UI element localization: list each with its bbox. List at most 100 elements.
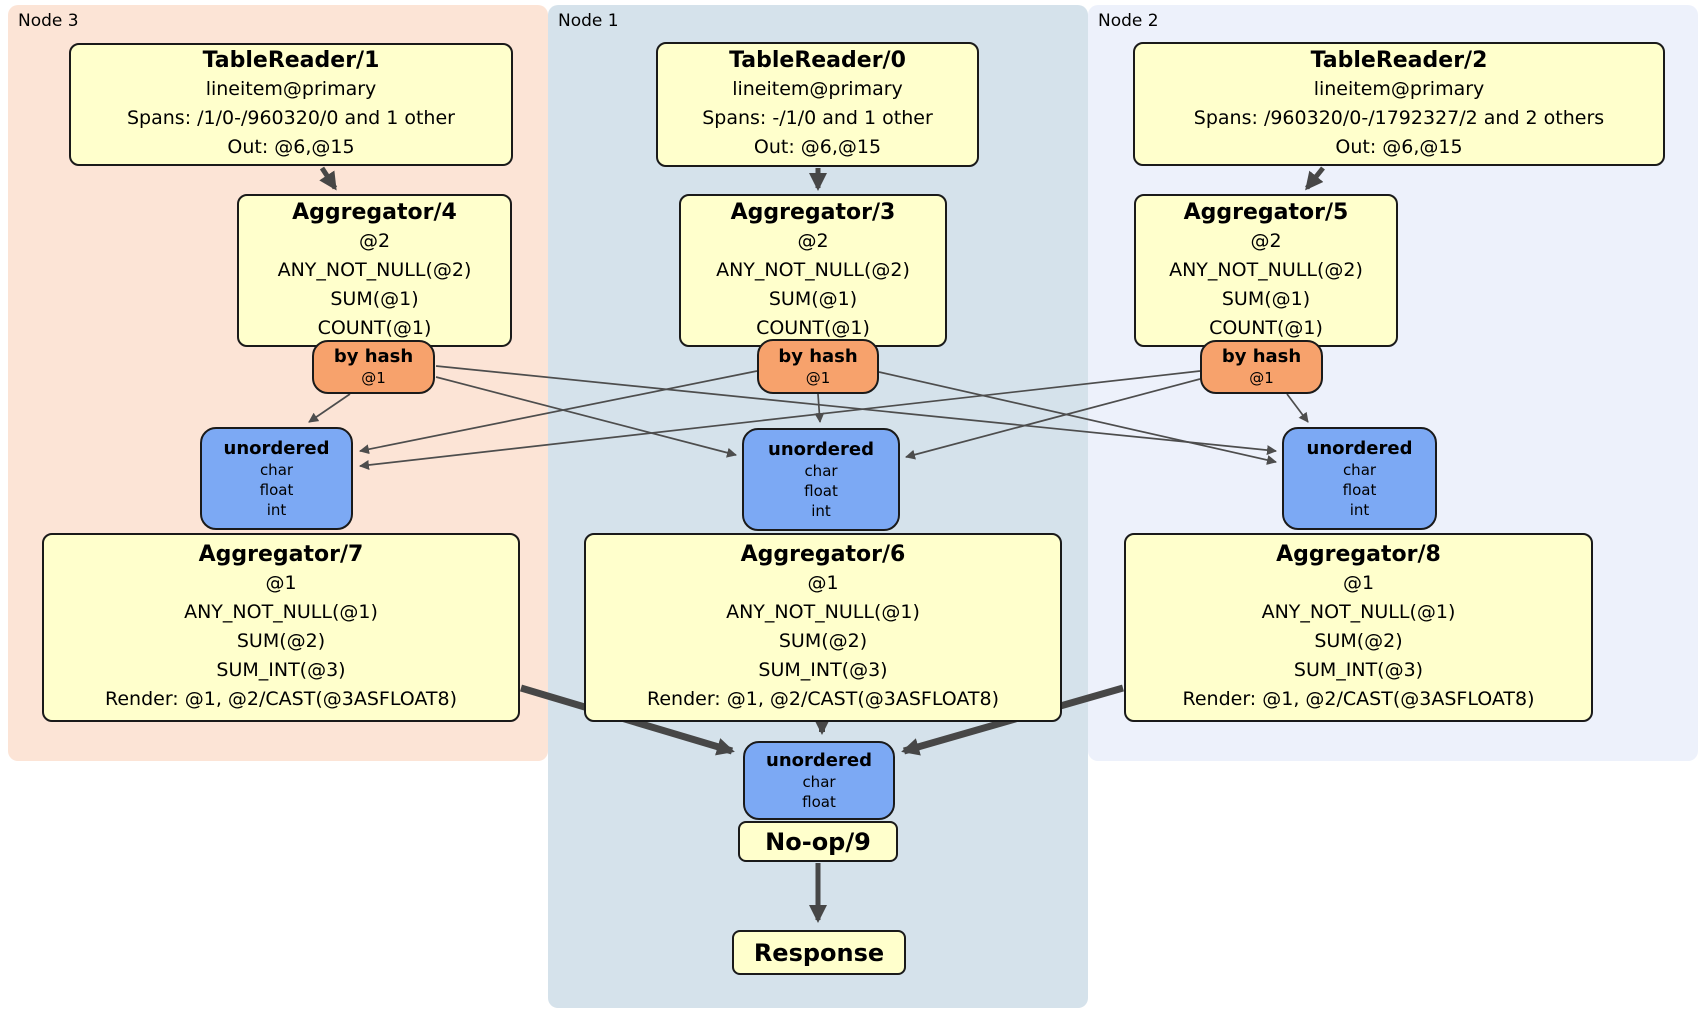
agg-fn: COUNT(@1) <box>1209 316 1323 339</box>
agg-fn: ANY_NOT_NULL(@1) <box>726 601 920 623</box>
sync-type: char <box>802 772 836 791</box>
router-by-hash-node1: by hash @1 <box>757 339 879 394</box>
agg-fn: ANY_NOT_NULL(@1) <box>1261 601 1456 623</box>
processor-noop-9: No-op/9 <box>738 821 898 862</box>
processor-tablereader-2: TableReader/2 lineitem@primary Spans: /9… <box>1133 42 1665 166</box>
agg-fn: SUM_INT(@3) <box>758 659 888 681</box>
agg-fn: ANY_NOT_NULL(@2) <box>277 258 472 281</box>
router-arg: @1 <box>805 368 831 387</box>
edge-reader1-to-agg4 <box>319 166 338 191</box>
processor-aggregator-4: Aggregator/4 @2 ANY_NOT_NULL(@2) SUM(@1)… <box>237 194 512 347</box>
sync-type: float <box>804 481 838 500</box>
sync-title: unordered <box>1306 437 1413 459</box>
edge-hashL-to-syncC <box>435 376 737 458</box>
processor-index: lineitem@primary <box>205 78 377 100</box>
edge-hashL-to-syncR <box>435 365 1277 456</box>
agg-render: Render: @1, @2/CAST(@3ASFLOAT8) <box>647 688 999 710</box>
processor-title: Aggregator/3 <box>730 199 896 225</box>
sync-type: int <box>811 501 831 520</box>
agg-fn: ANY_NOT_NULL(@2) <box>1169 258 1363 281</box>
processor-out: Out: @6,@15 <box>1335 135 1463 158</box>
agg-fn: SUM(@2) <box>236 630 326 652</box>
sync-unordered-node3: unordered char float int <box>200 427 353 530</box>
agg-group-cols: @1 <box>1342 572 1375 594</box>
sync-type: char <box>1342 460 1377 479</box>
processor-title: TableReader/0 <box>729 48 906 73</box>
agg-fn: ANY_NOT_NULL(@1) <box>184 601 378 623</box>
agg-fn: SUM(@1) <box>330 287 419 310</box>
edge-hashC-to-syncL <box>359 370 758 455</box>
processor-aggregator-5: Aggregator/5 @2 ANY_NOT_NULL(@2) SUM(@1)… <box>1134 194 1398 347</box>
router-title: by hash <box>778 345 858 367</box>
sync-type: float <box>802 792 836 811</box>
processor-title: No-op/9 <box>765 827 871 856</box>
sync-title: unordered <box>768 438 874 460</box>
sync-type: int <box>1349 500 1370 519</box>
sync-unordered-final: unordered char float <box>743 741 895 820</box>
processor-title: Aggregator/7 <box>198 542 364 567</box>
agg-group-cols: @1 <box>807 572 839 594</box>
node3-label: Node 3 <box>18 11 79 31</box>
processor-title: TableReader/2 <box>1310 47 1488 73</box>
router-arg: @1 <box>361 369 386 387</box>
node1-label: Node 1 <box>558 11 619 31</box>
processor-tablereader-1: TableReader/1 lineitem@primary Spans: /1… <box>69 43 513 166</box>
router-by-hash-node2: by hash @1 <box>1200 340 1323 394</box>
agg-group-cols: @2 <box>797 229 829 252</box>
sync-type: char <box>259 460 294 479</box>
processor-title: Aggregator/4 <box>292 199 457 225</box>
response-node: Response <box>732 930 906 975</box>
agg-render: Render: @1, @2/CAST(@3ASFLOAT8) <box>1182 688 1535 710</box>
processor-aggregator-6: Aggregator/6 @1 ANY_NOT_NULL(@1) SUM(@2)… <box>584 533 1062 722</box>
sync-unordered-node2: unordered char float int <box>1282 427 1437 530</box>
agg-group-cols: @2 <box>1250 229 1282 252</box>
edge-hashL-to-syncL <box>308 393 351 423</box>
processor-title: TableReader/1 <box>202 48 380 73</box>
router-arg: @1 <box>1249 369 1274 387</box>
agg-fn: COUNT(@1) <box>756 316 870 339</box>
agg-fn: SUM(@2) <box>778 630 868 652</box>
edge-hashR-to-syncR <box>1286 393 1309 423</box>
sync-type: int <box>266 500 287 519</box>
processor-title: Aggregator/8 <box>1276 542 1441 567</box>
processor-spans: Spans: /1/0-/960320/0 and 1 other <box>127 107 455 129</box>
agg-fn: ANY_NOT_NULL(@2) <box>716 258 910 281</box>
sync-type: float <box>259 480 294 499</box>
sync-title: unordered <box>223 437 330 459</box>
processor-aggregator-7: Aggregator/7 @1 ANY_NOT_NULL(@1) SUM(@2)… <box>42 533 520 722</box>
processor-aggregator-3: Aggregator/3 @2 ANY_NOT_NULL(@2) SUM(@1)… <box>679 194 947 347</box>
agg-fn: SUM(@1) <box>1221 287 1311 310</box>
agg-group-cols: @2 <box>358 229 391 252</box>
agg-render: Render: @1, @2/CAST(@3ASFLOAT8) <box>105 688 457 710</box>
edge-hashC-to-syncC <box>814 393 825 423</box>
agg-fn: SUM(@1) <box>768 287 858 310</box>
processor-index: lineitem@primary <box>732 78 903 100</box>
agg-fn: SUM(@2) <box>1314 630 1403 652</box>
agg-fn: COUNT(@1) <box>317 316 432 339</box>
sync-title: unordered <box>766 749 872 771</box>
agg-group-cols: @1 <box>265 572 297 594</box>
processor-index: lineitem@primary <box>1313 77 1485 100</box>
processor-out: Out: @6,@15 <box>753 136 882 158</box>
agg-fn: SUM_INT(@3) <box>216 659 346 681</box>
edge-reader2-to-agg5 <box>1305 166 1325 191</box>
processor-spans: Spans: /960320/0-/1792327/2 and 2 others <box>1193 106 1605 129</box>
processor-title: Response <box>753 938 885 967</box>
router-by-hash-node3: by hash @1 <box>312 340 435 394</box>
router-title: by hash <box>333 346 414 367</box>
router-title: by hash <box>1221 346 1302 367</box>
processor-title: Aggregator/6 <box>740 542 906 567</box>
edge-hashC-to-syncR <box>878 371 1277 465</box>
edge-hashR-to-syncC <box>905 378 1201 460</box>
sync-type: float <box>1342 480 1377 499</box>
processor-tablereader-0: TableReader/0 lineitem@primary Spans: -/… <box>656 42 979 167</box>
sync-type: char <box>804 461 838 480</box>
node2-label: Node 2 <box>1098 11 1159 31</box>
processor-out: Out: @6,@15 <box>227 136 355 158</box>
edge-hashR-to-syncL <box>359 370 1201 470</box>
sync-unordered-node1: unordered char float int <box>742 428 900 531</box>
processor-spans: Spans: -/1/0 and 1 other <box>702 107 933 129</box>
agg-fn: SUM_INT(@3) <box>1293 659 1424 681</box>
processor-title: Aggregator/5 <box>1183 199 1349 225</box>
